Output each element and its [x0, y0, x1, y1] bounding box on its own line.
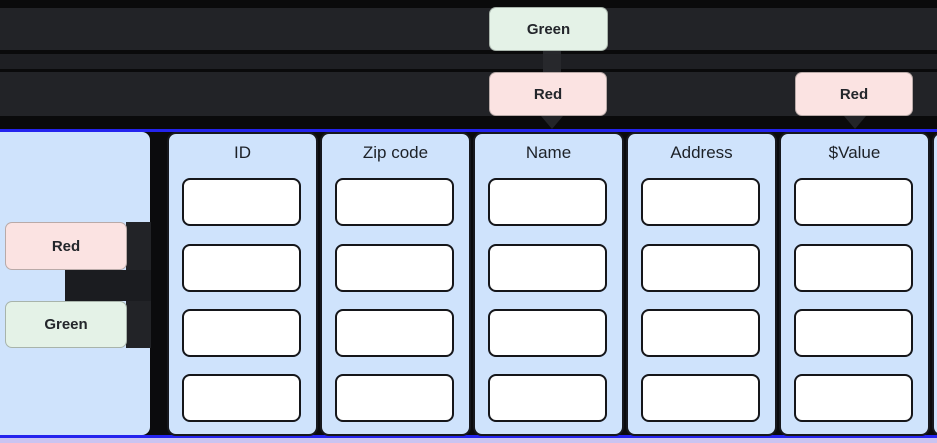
next-row-strip: [0, 438, 937, 443]
green-node-badge[interactable]: Green: [489, 7, 608, 51]
green-node-badge-left[interactable]: Green: [5, 301, 127, 348]
cell-box[interactable]: [794, 374, 913, 422]
cell-box[interactable]: [641, 178, 760, 226]
row-bar-middle: [0, 54, 937, 69]
column-value: $Value: [779, 132, 930, 436]
red-node-badge-1[interactable]: Red: [489, 72, 607, 116]
column-id: ID: [167, 132, 318, 436]
red-node-badge-left[interactable]: Red: [5, 222, 127, 270]
column-zip-code: Zip code: [320, 132, 471, 436]
down-arrow-icon: [541, 116, 563, 129]
down-arrow-icon: [844, 116, 866, 129]
left-green-bar-stub: [126, 301, 151, 348]
column-header: Address: [670, 143, 733, 162]
connector-red-to-green: [65, 270, 151, 301]
red-node-badge-2[interactable]: Red: [795, 72, 913, 116]
cell-box[interactable]: [335, 244, 454, 292]
cell-box[interactable]: [182, 244, 301, 292]
column-header: $Value: [828, 143, 881, 162]
cell-box[interactable]: [335, 309, 454, 357]
cell-box[interactable]: [488, 309, 607, 357]
column-header: ID: [234, 143, 251, 162]
column-partial: [932, 132, 937, 436]
column-name: Name: [473, 132, 624, 436]
row-bar-red: [0, 72, 937, 116]
selection-border-bottom: [0, 435, 937, 438]
cell-box[interactable]: [335, 178, 454, 226]
cell-box[interactable]: [794, 244, 913, 292]
cell-box[interactable]: [641, 309, 760, 357]
cell-box[interactable]: [641, 374, 760, 422]
cell-box[interactable]: [794, 309, 913, 357]
cell-box[interactable]: [488, 178, 607, 226]
cell-box[interactable]: [335, 374, 454, 422]
left-red-bar-stub: [126, 222, 151, 270]
column-header: Name: [525, 143, 572, 162]
selection-border-top: [0, 129, 937, 132]
column-address: Address: [626, 132, 777, 436]
column-header: Zip code: [362, 143, 429, 162]
cell-box[interactable]: [641, 244, 760, 292]
cell-box[interactable]: [488, 374, 607, 422]
cell-box[interactable]: [488, 244, 607, 292]
cell-box[interactable]: [182, 309, 301, 357]
row-bar-top: [0, 8, 937, 50]
connector-green-to-red: [543, 50, 561, 72]
cell-box[interactable]: [794, 178, 913, 226]
cell-box[interactable]: [182, 178, 301, 226]
cell-box[interactable]: [182, 374, 301, 422]
